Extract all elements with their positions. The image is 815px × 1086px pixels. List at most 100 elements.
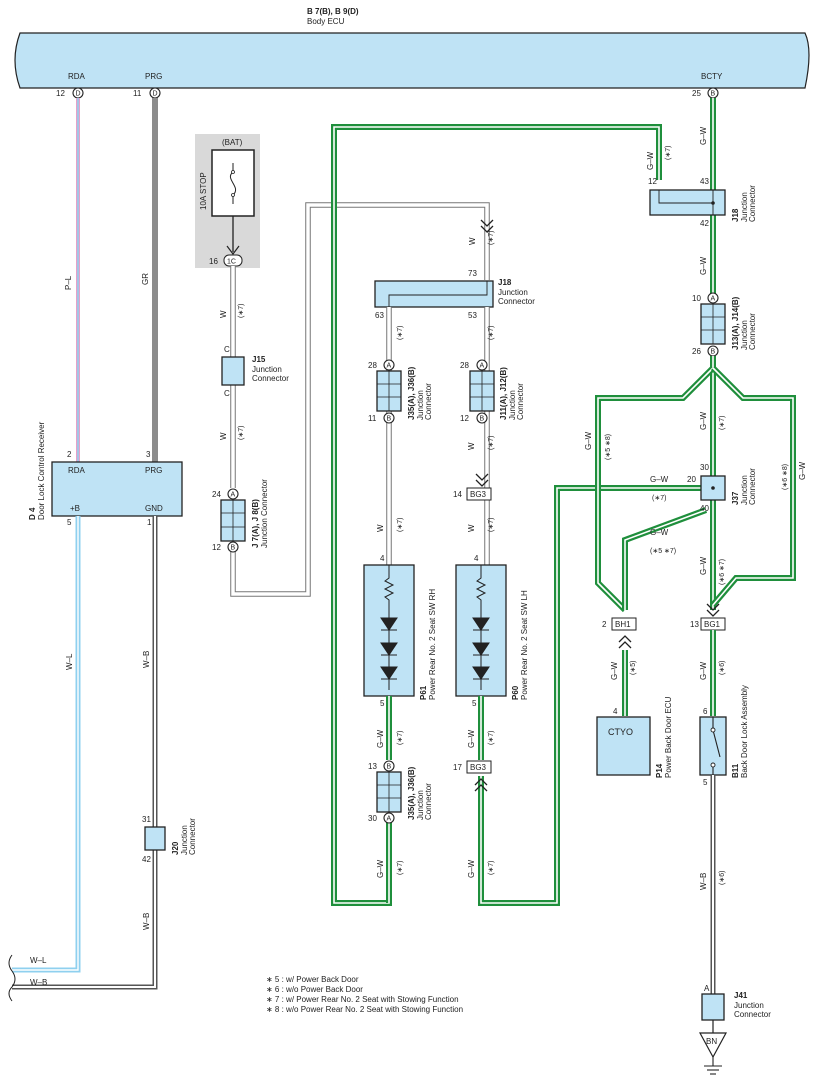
note-7-n: (∗7) [652,495,666,502]
j20-pin-31: 31 [142,815,151,824]
wire-w-seats: (∗7) (∗7) W (∗7) W (∗7) W (∗7) [376,307,495,565]
j7-name: Junction Connector [260,479,269,548]
j37-junction-connector: 30 20 40 J37 Junction Connector [687,463,757,513]
fuse-pin: 16 [209,257,218,266]
note-7-k: (∗7) [488,731,495,745]
j11-l1: Junction [508,390,517,420]
receiver-gnd: GND [145,504,163,513]
wire-label-gw-b: G–W [376,729,385,748]
pin-conn-d1: D [76,91,81,98]
j18a-id: J18 [498,278,512,287]
p14-pin: 4 [613,707,618,716]
b11-pin-6: 6 [703,707,708,716]
p60-resistor-icon [475,565,487,612]
fuse-name: 10A STOP [199,172,208,210]
wire-label-gw-h: G–W [699,256,708,275]
wire-label-wb-bottom: W–B [30,978,47,987]
j18b-pin-12: 12 [648,177,657,186]
j20-box [144,826,166,851]
receiver-rda: RDA [68,466,86,475]
j13-pin-a [707,292,719,304]
receiver-name: Door Lock Control Receiver [37,421,46,520]
j7-junction-connector: 24 A 12 B J 7(A), J 8(B) Junction Connec… [212,479,269,553]
j15-junction-connector: C C J15 Junction Connector [221,345,289,398]
connector-arrow-bg3 [475,473,489,487]
j35a-l2: Connector [424,383,433,420]
wire-gw-branches: G–W (∗5 ∗8) G–W (∗7) G–W (∗6 ∗8) G–W (∗5… [584,356,807,613]
p14-name: Power Back Door ECU [664,696,673,778]
p60-id: P60 [511,685,520,700]
note-7-g: (∗7) [397,518,404,532]
j7-pin-a-circle [227,488,239,500]
wire-label-gw-l: G–W [650,528,669,537]
j11-pin-28: 28 [460,361,469,370]
receiver-b: +B [70,504,80,513]
wire-label-pl: P–L [64,275,73,290]
note-7-o: (∗7) [719,416,726,430]
j11-pin-b [476,412,488,424]
j18b-l2: Connector [748,185,757,222]
j41-l2: Connector [734,1010,771,1019]
wire-label-w3: W [468,237,477,245]
j37-pin-30: 30 [700,463,709,472]
p60-pin-4: 4 [474,554,479,563]
j37-l2: Connector [748,468,757,505]
pin-conn-d2: D [153,91,158,98]
j35a-pin-a-label: A [387,363,392,370]
p14-label: CTYO [608,727,633,737]
p61-id: P61 [419,685,428,700]
j13-pin-b-label: B [711,349,716,356]
j37-box [700,475,726,501]
note-7-b: (∗7) [238,426,245,440]
wire-label-gw-f: G–W [650,475,669,484]
bg3-name-lower: BG3 [470,763,487,772]
j35a-pin-b [383,412,395,424]
p61-resistor-icon [383,565,395,612]
note-7-l: (∗7) [397,861,404,875]
bg3-box-lower [466,760,492,774]
j35a-id: J35(A), J36(B) [407,366,416,420]
note-7-h: (∗7) [488,436,495,450]
wire-label-gw-j: G–W [699,411,708,430]
note-68: (∗6 ∗8) [782,464,789,490]
wire-w-fuse: W (∗7) W (∗7) [219,202,490,597]
j11-pin-a [476,359,488,371]
legend-note-7: ∗ 7 : w/ Power Rear No. 2 Seat with Stow… [266,995,459,1004]
j13-pin-26: 26 [692,347,701,356]
p61-seat-switch-rh: 4 5 P61 Power Rear No. 2 Seat SW RH [363,554,437,708]
j13-id: J13(A), J14(B) [731,296,740,350]
j35b-pin-a-label: A [387,816,392,823]
wire-label-w1: W [219,310,228,318]
j35a-pin-11: 11 [368,414,377,423]
b11-id: B11 [731,763,740,778]
receiver-box [51,461,183,517]
p60-name: Power Rear No. 2 Seat SW LH [520,590,529,700]
wire-label-gw-g: G–W [699,126,708,145]
j11-junction-connector: 28 A 12 B J11(A), J12(B) Junction Connec… [460,359,525,424]
j35b-pin-30: 30 [368,814,377,823]
pin-conn-b: B [711,91,716,98]
bg1-connector: 13 BG1 G–W (∗6) [690,603,726,716]
wire-label-gw-i: G–W [584,431,593,450]
fuse-10a-stop: (BAT) 10A STOP 16 1C [195,134,260,268]
wire-label-w2: W [219,432,228,440]
note-7-m: (∗7) [488,861,495,875]
j7-pin-b-circle [227,541,239,553]
p60-seat-switch-lh: 4 5 P60 Power Rear No. 2 Seat SW LH [455,554,529,708]
wire-label-gw-k: G–W [798,461,807,480]
j11-l2: Connector [516,383,525,420]
j37-l1: Junction [740,475,749,505]
fuse-source: (BAT) [222,138,243,147]
j7-pin-24: 24 [212,490,221,499]
bh1-box [611,617,637,631]
bg3-box-upper [466,487,492,501]
legend-note-6: ∗ 6 : w/o Power Back Door [266,985,363,994]
wire-wb-gnd: W–B W–B W–B [8,516,158,1002]
j35b-pin-a [383,812,395,824]
body-ecu-name: Body ECU [307,17,345,26]
j20-junction-connector: 31 42 J20 Junction Connector [142,815,197,864]
j41-junction-connector: A J41 Junction Connector [701,984,771,1033]
j37-id: J37 [731,491,740,505]
j18-junction-connector-right: 12 43 42 J18 Junction Connector [648,177,757,228]
b11-name: Back Door Lock Assembly [740,685,749,778]
